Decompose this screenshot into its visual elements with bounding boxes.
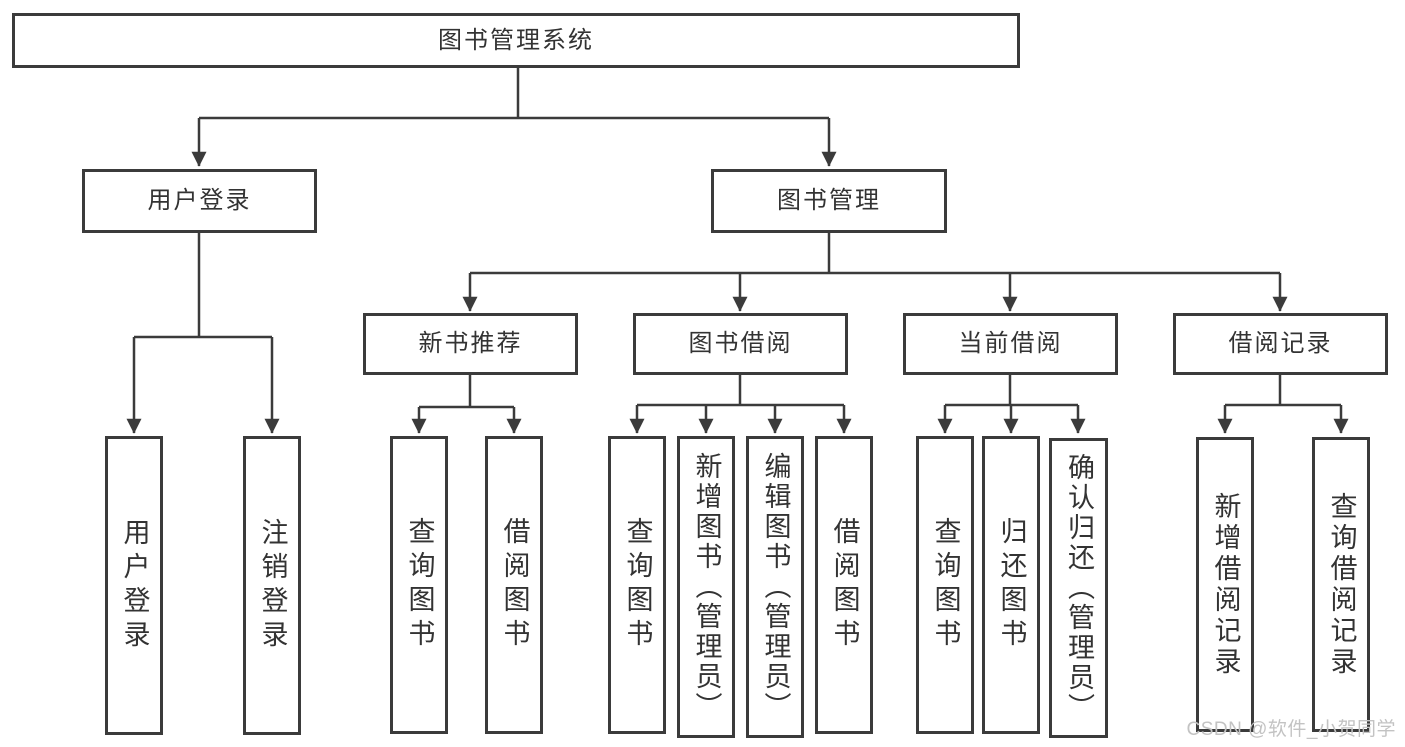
node-new-book-recommendation: 新书推荐: [363, 313, 578, 375]
connector-newbook-to-leaves: [411, 375, 522, 434]
node-borrowing-records: 借阅记录: [1173, 313, 1388, 375]
connector-records-to-leaves: [1217, 375, 1349, 434]
node-book-management: 图书管理: [711, 169, 947, 233]
leaf-current-query-books: 查询图书: [916, 436, 974, 734]
leaf-borrowing-edit-books-admin: 编辑图书（管理员）: [746, 436, 804, 738]
node-book-borrowing: 图书借阅: [633, 313, 848, 375]
node-user-login: 用户登录: [82, 169, 317, 233]
leaf-records-query-borrow-record: 查询借阅记录: [1312, 437, 1370, 732]
leaf-newbook-borrow-books: 借阅图书: [485, 436, 543, 734]
leaf-records-add-borrow-record: 新增借阅记录: [1196, 437, 1254, 732]
connector-borrow-to-leaves: [629, 375, 852, 434]
leaf-newbook-query-books: 查询图书: [390, 436, 448, 734]
node-current-borrowing: 当前借阅: [903, 313, 1118, 375]
connector-mgmt-to-level3: [462, 233, 1288, 312]
connector-root-to-level2: [191, 68, 837, 167]
watermark-text: CSDN @软件_小贺同学: [1186, 719, 1396, 740]
leaf-user-login: 用户登录: [105, 436, 163, 735]
leaf-current-confirm-return-admin: 确认归还（管理员）: [1049, 438, 1108, 738]
leaf-borrowing-borrow-books: 借阅图书: [815, 436, 873, 734]
leaf-logout: 注销登录: [243, 436, 301, 735]
node-library-management-system: 图书管理系统: [12, 13, 1020, 68]
connector-current-to-leaves: [937, 375, 1086, 434]
connector-login-to-leaves: [126, 233, 280, 434]
leaf-current-return-books: 归还图书: [982, 436, 1040, 734]
leaf-borrowing-query-books: 查询图书: [608, 436, 666, 734]
leaf-borrowing-add-books-admin: 新增图书（管理员）: [677, 436, 735, 738]
